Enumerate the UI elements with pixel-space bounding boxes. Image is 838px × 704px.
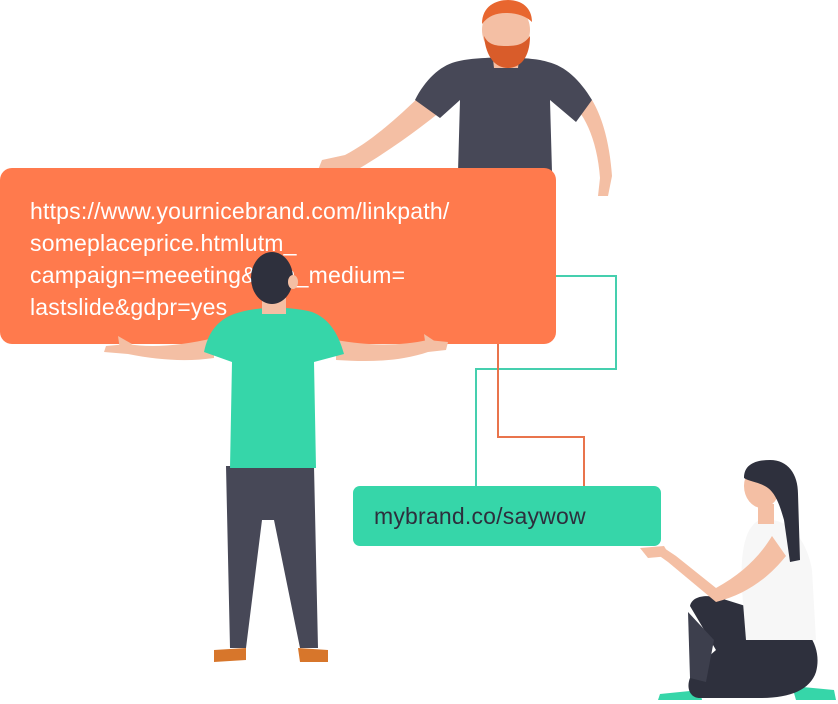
long-url-line-4: lastslide&gdpr=yes bbox=[30, 294, 228, 320]
teal-connector bbox=[475, 275, 617, 488]
connector-lines bbox=[475, 275, 617, 488]
man-holding-card-icon bbox=[104, 252, 448, 662]
long-url-line-2: someplaceprice.htmlutm_ bbox=[30, 230, 297, 256]
long-url-line-3: campaign=meeeting&utm_medium= bbox=[30, 262, 406, 288]
orange-connector bbox=[497, 344, 585, 488]
short-link-text: mybrand.co/saywow bbox=[374, 502, 586, 529]
long-url-line-1: https://www.yournicebrand.com/linkpath/ bbox=[30, 198, 450, 224]
seated-woman-icon bbox=[640, 460, 836, 700]
bearded-man-icon bbox=[318, 0, 612, 196]
short-link-card: mybrand.co/saywow bbox=[353, 486, 661, 546]
